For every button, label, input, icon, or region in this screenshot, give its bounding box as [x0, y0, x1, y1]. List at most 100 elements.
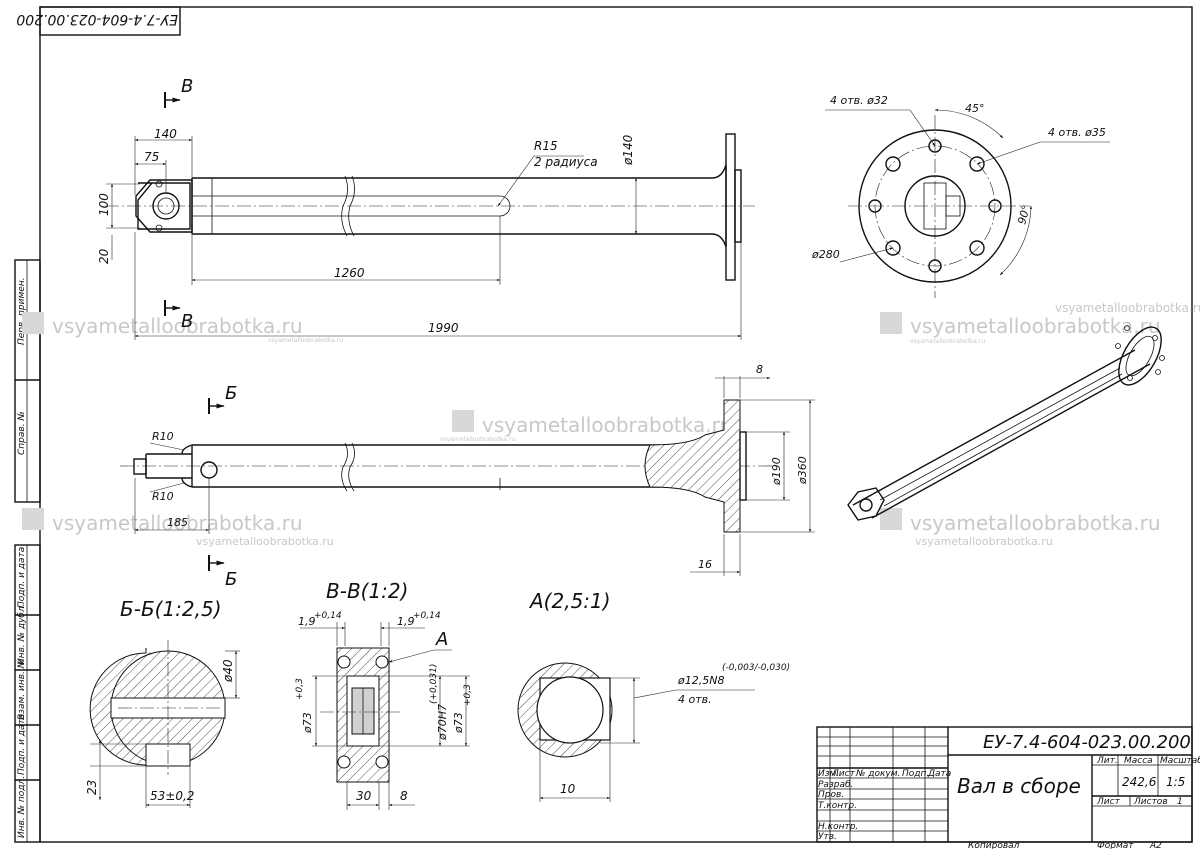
- section-bb-d23: 23: [85, 780, 99, 795]
- tb-podp: Подп.: [902, 769, 929, 779]
- dim-140-top: 140: [154, 127, 177, 141]
- section-v-bottom-letter: В: [181, 311, 193, 332]
- flange-phi280: ø280: [811, 248, 840, 261]
- dim-1260: 1260: [334, 266, 365, 280]
- copied-label: Копировал: [968, 841, 1020, 849]
- tb-mass-value: 242,6: [1122, 775, 1157, 789]
- dim-20: 20: [97, 248, 111, 264]
- watermark-small-2: vsyametalloobrabotka.ru: [440, 436, 515, 443]
- section-bb: Б-Б(1:2,5) ø40 23 53±0,2: [85, 597, 240, 808]
- flange-holes-35: 4 отв. ø35: [1048, 126, 1106, 139]
- tb-list: Лист: [831, 769, 856, 779]
- stamp-podp-data-2: Подп. и дата: [17, 714, 27, 775]
- dim-phi360: ø360: [796, 456, 809, 485]
- watermark-small-5: vsyametalloobrabotka.ru: [915, 535, 1053, 548]
- dim-two-radii: 2 радиуса: [534, 155, 598, 169]
- dim-r10-top: R10: [152, 430, 174, 443]
- tb-data: Дата: [927, 769, 951, 779]
- stamp-podp-data-1: Подп. и дата: [17, 547, 27, 608]
- side-stamps: Перв. примен. Справ. № Подп. и дата Инв.…: [17, 277, 27, 838]
- watermarks: vsyametalloobrabotka.ru vsyametalloobrab…: [22, 301, 1200, 548]
- title-block-code: ЕУ-7.4-604-023.00.200: [983, 732, 1191, 753]
- detail-a: А(2,5:1) ø12,5N8 (-0,003/-0,030) 4 отв. …: [517, 589, 790, 802]
- tb-sheet-label: Лист: [1096, 797, 1121, 807]
- dim-1990: 1990: [428, 321, 459, 335]
- dim-16: 16: [698, 558, 712, 571]
- section-vv-d19-left: 1,9: [298, 615, 316, 628]
- drawing-code-inverted: ЕУ-7.4-604-023.00.200: [16, 11, 178, 27]
- section-vv: В-В(1:2) 1,9 +0,14 1,9 +0,14 А ø73 +0,3 …: [295, 579, 473, 810]
- section-bb-d53: 53±0,2: [150, 789, 194, 803]
- title-block: Изм. Лист № докум. Подп. Дата Разраб. Пр…: [816, 726, 1200, 843]
- watermark-small-3: vsyametalloobrabotka.ru: [196, 535, 334, 548]
- format-label: Формат: [1097, 841, 1134, 849]
- watermark-4: vsyametalloobrabotka.ru vsyametalloobrab…: [880, 301, 1200, 345]
- dim-8-flange: 8: [756, 363, 763, 376]
- watermark-3: vsyametalloobrabotka.ru vsyametalloobrab…: [22, 508, 334, 548]
- section-vv-title: В-В(1:2): [326, 579, 408, 603]
- watermark-small-4: vsyametalloobrabotka.ru: [910, 338, 985, 345]
- tb-tkontr: Т.контр.: [818, 801, 857, 811]
- format-value: А2: [1149, 841, 1162, 849]
- section-vv-d30: 30: [356, 789, 372, 803]
- watermark-5: vsyametalloobrabotka.ru vsyametalloobrab…: [880, 508, 1161, 548]
- section-b-top-letter: Б: [225, 383, 237, 404]
- tb-izm: Изм.: [818, 769, 839, 779]
- tb-scale-value: 1:5: [1166, 775, 1185, 789]
- section-v-top-letter: В: [181, 76, 193, 97]
- stamp-perv-primen: Перв. примен.: [17, 277, 27, 345]
- tb-utv: Утв.: [818, 832, 837, 842]
- watermark-2: vsyametalloobrabotka.ru vsyametalloobrab…: [440, 410, 733, 443]
- sheet-frame: [14, 6, 1193, 843]
- detail-a-d10: 10: [560, 782, 576, 796]
- section-vv-tol014-right: +0,14: [413, 611, 441, 621]
- tb-massa: Масса: [1124, 756, 1153, 766]
- dim-75: 75: [144, 150, 159, 164]
- watermark-text-1: vsyametalloobrabotka.ru: [52, 314, 303, 338]
- tb-doc-no: № докум.: [855, 769, 900, 779]
- detail-a-holes4: 4 отв.: [678, 693, 712, 706]
- stamp-inv-podl: Инв. № подл.: [17, 776, 27, 838]
- section-b-bottom-letter: Б: [225, 569, 237, 590]
- section-vv-tol03-left: +0,3: [295, 678, 305, 700]
- dim-r15: R15: [534, 139, 558, 153]
- watermark-small-1: vsyametalloobrabotka.ru: [268, 337, 343, 344]
- section-vv-tol014-left: +0,14: [314, 611, 342, 621]
- section-vv-tol0031: (+0,031): [429, 664, 439, 704]
- section-vv-phi73-right: ø73: [452, 712, 465, 734]
- dim-phi190: ø190: [770, 457, 783, 486]
- section-vv-tol03-right: +0,3: [463, 684, 473, 706]
- section-bb-title: Б-Б(1:2,5): [120, 597, 222, 621]
- tb-lit: Лит.: [1096, 756, 1118, 766]
- flange-view: 4 отв. ø32 4 отв. ø35 45° 90° ø280: [811, 94, 1110, 298]
- watermark-text-4b: vsyametalloobrabotka.ru: [1055, 301, 1200, 315]
- stamp-inv-dubl: Инв. № дубл.: [17, 603, 27, 665]
- dim-phi140: ø140: [621, 134, 635, 166]
- detail-a-title: А(2,5:1): [528, 589, 611, 613]
- section-vv-d8: 8: [400, 789, 408, 803]
- title-block-name: Вал в сборе: [957, 774, 1081, 798]
- tb-sheets-count: 1: [1177, 797, 1183, 807]
- section-vv-phi73-left: ø73: [301, 712, 314, 734]
- dim-185: 185: [167, 516, 188, 529]
- watermark-text-4: vsyametalloobrabotka.ru: [910, 314, 1161, 338]
- watermark-text-5: vsyametalloobrabotka.ru: [910, 511, 1161, 535]
- flange-angle-90: 90°: [1015, 204, 1033, 226]
- watermark-text-2: vsyametalloobrabotka.ru: [482, 413, 733, 437]
- tb-sheets-label: Листов: [1133, 797, 1168, 807]
- dim-r10-bottom: R10: [152, 490, 174, 503]
- watermark-1: vsyametalloobrabotka.ru vsyametalloobrab…: [22, 312, 343, 344]
- section-vv-d19-right: 1,9: [397, 615, 415, 628]
- detail-a-tol: (-0,003/-0,030): [722, 663, 790, 673]
- tb-prov: Пров.: [818, 790, 844, 800]
- top-view: В В 140 75 100 20 1260 1990 R15 2 радиус…: [97, 76, 755, 340]
- section-vv-phi70: ø70H7: [436, 704, 449, 741]
- section-bb-phi40: ø40: [221, 659, 235, 683]
- front-view: Б Б R10 R10 185 8 16 ø190 ø360: [120, 363, 815, 590]
- isometric-shaft: [847, 325, 1165, 521]
- stamp-vzam-inv: Взам. инв. №: [17, 659, 27, 720]
- flange-angle-45: 45°: [965, 102, 985, 115]
- flange-holes-32: 4 отв. ø32: [830, 94, 888, 107]
- tb-nkontr: Н.контр.: [818, 822, 858, 832]
